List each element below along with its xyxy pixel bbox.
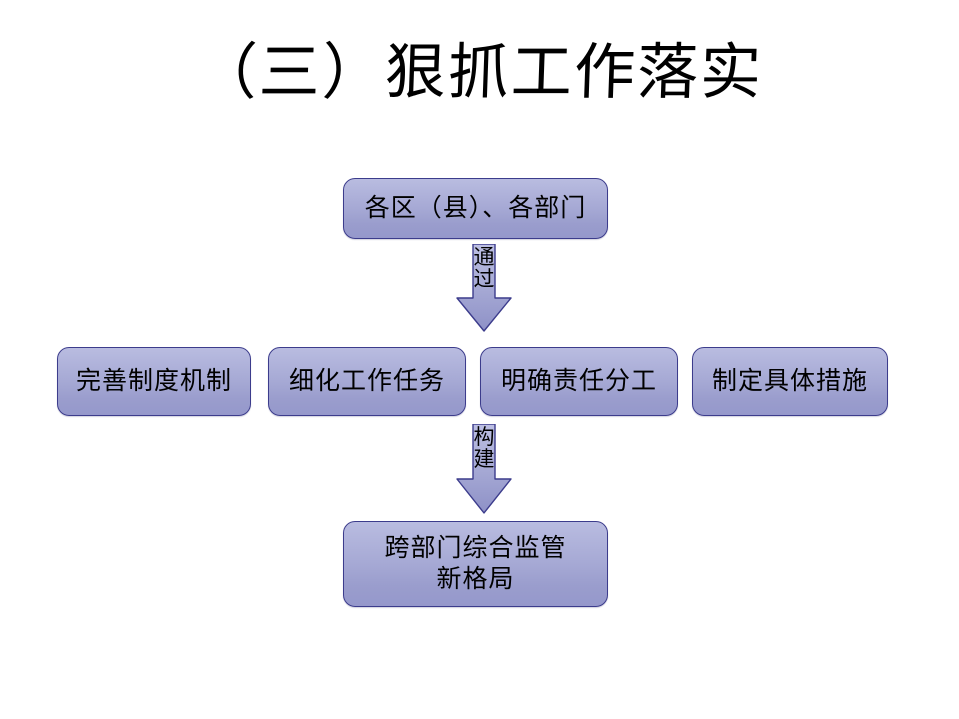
page-title: （三）狠抓工作落实 [194, 40, 765, 107]
flow-node-middle-4-label: 制定具体措施 [711, 368, 868, 395]
flow-node-middle-2-label: 细化工作任务 [288, 368, 445, 395]
flow-node-middle-1-label: 完善制度机制 [75, 368, 232, 395]
flow-node-middle-2[interactable]: 细化工作任务 [268, 347, 466, 416]
down-arrow-2-shape [456, 424, 512, 514]
flow-node-middle-3[interactable]: 明确责任分工 [480, 347, 678, 416]
down-arrow-1[interactable]: 通 过 [456, 244, 512, 332]
flow-node-top-label: 各区（县）、各部门 [364, 195, 587, 222]
flow-node-bottom[interactable]: 跨部门综合监管 新格局 [343, 521, 608, 607]
flow-node-bottom-label: 跨部门综合监管 新格局 [384, 535, 567, 593]
down-arrow-2[interactable]: 构 建 [456, 424, 512, 514]
flow-node-middle-3-label: 明确责任分工 [500, 368, 657, 395]
down-arrow-1-shape [456, 244, 512, 332]
flow-node-middle-4[interactable]: 制定具体措施 [692, 347, 888, 416]
flow-node-middle-1[interactable]: 完善制度机制 [57, 347, 251, 416]
flow-node-top[interactable]: 各区（县）、各部门 [343, 178, 608, 239]
